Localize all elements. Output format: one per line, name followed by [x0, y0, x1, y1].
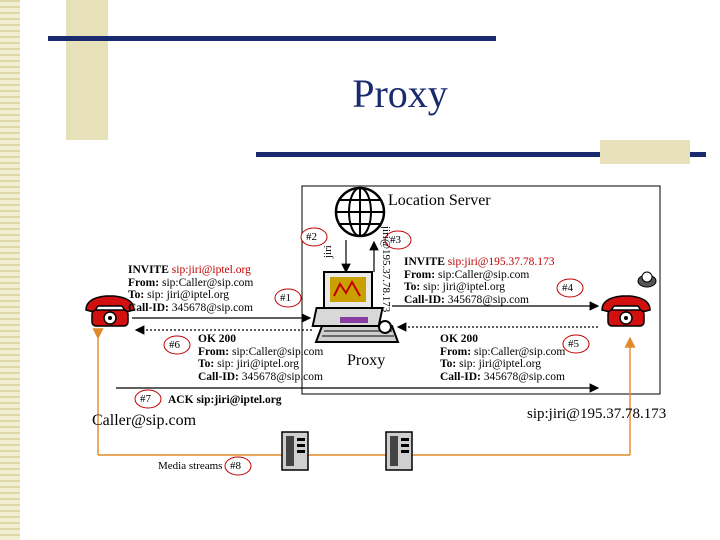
invite-message-1: INVITE sip:jiri@iptel.org From: sip:Call… [128, 264, 254, 314]
media-streams-label: Media streams [158, 460, 223, 472]
step-badge [562, 334, 590, 354]
step-badge [163, 335, 191, 355]
phone-icon [601, 295, 651, 327]
bottom-accent-line [256, 152, 706, 157]
bell-icon [637, 271, 657, 288]
step-label-3: #3 [390, 234, 401, 246]
ok-message-right: OK 200 From: sip:Caller@sip.com To: sip:… [440, 333, 566, 383]
step-badge [300, 227, 328, 247]
ack-message: ACK sip:jiri@iptel.org [168, 394, 282, 406]
phone-icon [85, 295, 135, 327]
step-badge [384, 230, 412, 250]
step-badge [274, 288, 302, 308]
step-label-5: #5 [568, 338, 579, 350]
proxy-label: Proxy [347, 352, 386, 369]
step-badge [224, 456, 252, 476]
globe-icon [334, 186, 386, 238]
step-label-4: #4 [562, 282, 573, 294]
step-badge [556, 278, 584, 298]
top-tan-block [66, 0, 108, 140]
top-accent-line [48, 36, 496, 41]
invite-message-2: INVITE sip:jiri@195.37.78.173 From: sip:… [404, 256, 555, 306]
step-label-8: #8 [230, 460, 241, 472]
lookup-query-label: jiri [322, 245, 334, 258]
proxy-domain-box [301, 185, 661, 395]
step-label-7: #7 [140, 393, 151, 405]
callee-address-label: sip:jiri@195.37.78.173 [527, 406, 667, 422]
caller-address-label: Caller@sip.com [92, 412, 197, 429]
step-label-6: #6 [169, 339, 180, 351]
page-title: Proxy [352, 71, 448, 116]
location-server-label: Location Server [388, 192, 491, 209]
server-icon [385, 431, 413, 471]
ok-message-left: OK 200 From: sip:Caller@sip.com To: sip:… [198, 333, 324, 383]
step-badge [134, 389, 162, 409]
right-tan-block [600, 140, 690, 164]
step-label-2: #2 [306, 231, 317, 243]
step-label-1: #1 [280, 292, 291, 304]
lookup-response-label: jiri@195.37.78.173 [380, 226, 392, 313]
workstation-icon [311, 271, 400, 343]
server-icon [281, 431, 309, 471]
left-stripe-bar [0, 0, 20, 540]
